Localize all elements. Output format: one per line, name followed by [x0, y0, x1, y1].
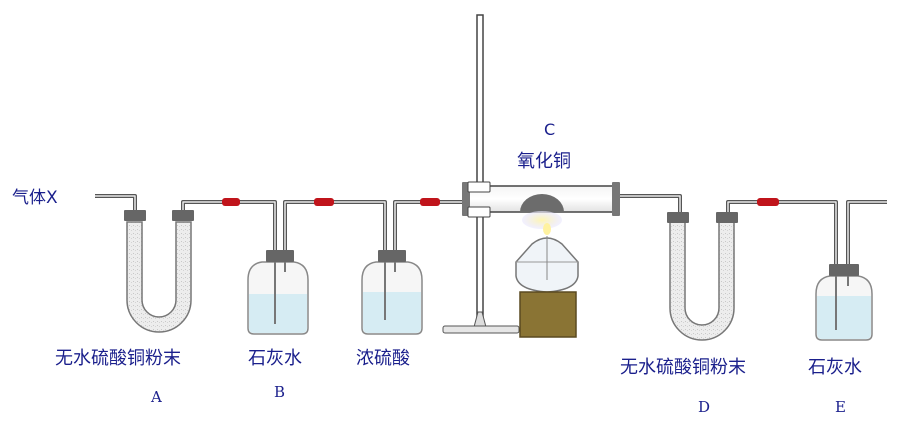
rubber-connector — [222, 198, 240, 206]
copper-oxide — [520, 194, 564, 212]
letter-d: D — [698, 398, 711, 416]
letter-e: E — [835, 398, 846, 416]
combustion-tube-c — [462, 181, 620, 218]
u-tube-d — [667, 212, 738, 341]
u-tube-a — [124, 210, 194, 333]
label-d: 无水硫酸铜粉末 — [620, 357, 746, 378]
label-b: 石灰水 — [248, 348, 302, 369]
rubber-connectors — [222, 198, 779, 206]
label-e: 石灰水 — [808, 357, 862, 378]
wood-block — [519, 291, 577, 338]
gas-x-label: 气体X — [12, 188, 58, 208]
bottle-e-limewater — [815, 264, 873, 341]
label-a: 无水硫酸铜粉末 — [55, 348, 181, 369]
label-c: 氧化铜 — [517, 151, 571, 172]
alcohol-lamp — [515, 211, 579, 338]
rubber-connector — [420, 198, 440, 206]
rubber-connector — [757, 198, 779, 206]
letter-a: A — [151, 388, 162, 406]
label-conc-sulfuric-acid: 浓硫酸 — [356, 348, 410, 369]
rubber-connector — [314, 198, 334, 206]
iron-stand — [442, 14, 520, 334]
letter-b: B — [274, 383, 286, 401]
bottle-concentrated-sulfuric-acid — [361, 250, 423, 335]
letter-c: C — [544, 120, 556, 139]
bottle-b-limewater — [247, 250, 309, 335]
